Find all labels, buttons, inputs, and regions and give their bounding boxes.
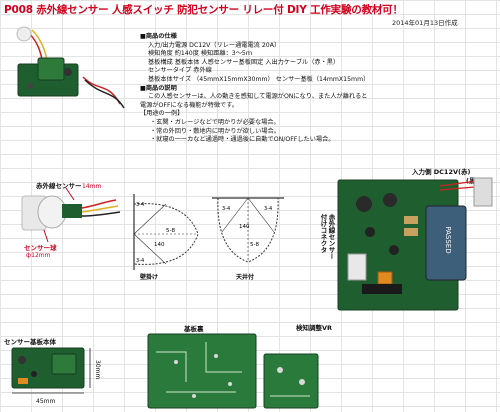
size-14mm-label: 14mm (82, 183, 102, 190)
spec-heading: ■商品の仕様 (140, 33, 177, 40)
pcb-passed-text: PASSED (444, 226, 452, 253)
sensor-board-back-photo (263, 353, 319, 409)
wall-side-label: 3-4 (136, 258, 144, 264)
sensor-cover-label: センサー球 (24, 244, 57, 252)
description-line: この人感センサーは、人の動きを感知して電源がONになり、また人が離れると (148, 93, 368, 101)
spec-line: 基板本体サイズ （45mmX15mmX30mm） センサー基板（14mmX15m… (148, 75, 370, 83)
spec-block: ■商品の仕様 入力/出力電源 DC12V（リレー通電電流 20A） 検知角度 約… (140, 33, 460, 145)
board-back-label: 基板裏 (184, 325, 204, 333)
sensor-connector-label: 赤外線センサー (327, 214, 335, 260)
wall-range-label: 5-8 (166, 228, 175, 234)
board-back-photo (147, 333, 257, 409)
wall-side-label: 3-4 (136, 202, 144, 208)
ceiling-side-label: 3-4 (222, 206, 230, 212)
usage-line: ・就寝の一ーカなど通過時・通過後に自動でON/OFFしたい場合。 (150, 136, 335, 144)
usage-line: ・常の外回り・敷地内に明かりが欲しい場合。 (150, 127, 280, 135)
wall-mount-diagram: 5-8 140 3-4 3-4 (133, 194, 199, 270)
input-side-label: 入力側 DC12V(赤) (412, 168, 471, 176)
size-30mm-label: 30mm (94, 360, 101, 380)
spec-line: 入力/出力電源 DC12V（リレー通電電流 20A） (148, 41, 281, 49)
wall-angle-label: 140 (154, 242, 165, 248)
ceiling-mount-diagram: 3-4 3-4 140 5-8 (212, 197, 284, 263)
page-title: P008 赤外線センサー 人感スイッチ 防犯センサー リレー付 DIY 工作実験… (4, 4, 403, 16)
ir-sensor-label: 赤外線センサー (36, 182, 82, 190)
spec-line: センサータイプ 赤外線 (148, 67, 212, 75)
wall-mount-label: 壁掛け (140, 274, 159, 281)
spec-line: 基板構成 基板本体 人感センサー基板固定 入出力ケーブル（赤・黒） (148, 58, 340, 66)
sensor-photo (21, 187, 121, 243)
creation-date: 2014年01月13日作成 (392, 19, 458, 27)
main-board-photo: PASSED (337, 177, 493, 311)
adjust-vr-label: 検知調整VR (296, 324, 333, 332)
ceiling-angle-label: 140 (239, 224, 250, 230)
product-photo (16, 26, 125, 109)
ceiling-range-label: 5-8 (250, 242, 259, 248)
board-body-photo (11, 347, 91, 394)
description-line: 電源がOFFになる機能が特徴です。 (140, 101, 238, 109)
ceiling-side-label: 3-4 (264, 206, 272, 212)
ceiling-mount-label: 天井付 (236, 274, 255, 281)
diameter-label: ф12mm (26, 252, 51, 259)
usage-line: ・玄関・ガレージなどで明かりが必要な場合。 (150, 118, 280, 126)
sensor-connector-label-2: 付けコネクタ (319, 214, 327, 253)
board-body-label: センサー基板本体 (4, 338, 56, 346)
description-heading: ■商品の説明 (140, 84, 177, 92)
size-45mm-label: 45mm (36, 398, 56, 405)
spec-line: 検知角度 約140度 検知距離：3～5ｍ (148, 50, 253, 58)
usage-heading: 【用途の一例】 (140, 110, 184, 118)
